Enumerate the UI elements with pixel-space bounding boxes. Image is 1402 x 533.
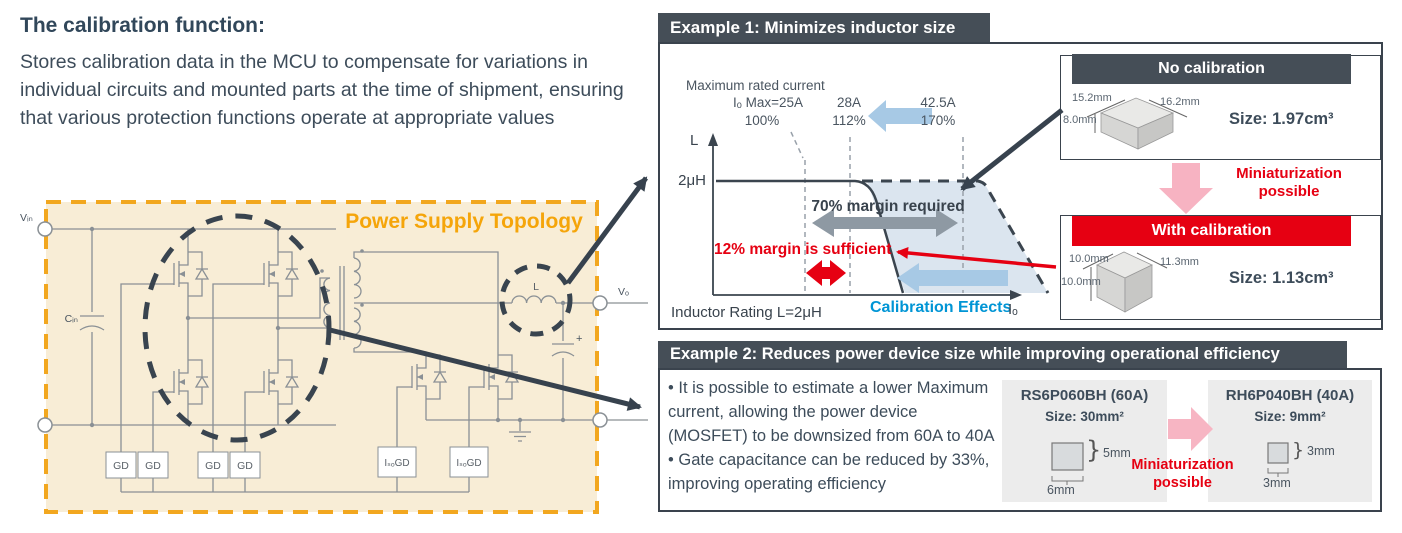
vin-terminal-bottom	[37, 417, 53, 433]
example2-bullets: • It is possible to estimate a lower Max…	[668, 376, 998, 496]
dim-width-label: 10.0mm	[1069, 253, 1109, 265]
miniaturization-line1: Miniaturization	[1131, 457, 1234, 473]
dim-depth-label: 16.2mm	[1160, 96, 1200, 108]
iso-gd-label: IₛₒGD	[456, 458, 481, 469]
device-after-box: RH6P040BH (40A) Size: 9mm² } 3mm 3mm	[1208, 380, 1372, 502]
inductor-rating-caption: Inductor Rating L=2μH	[671, 304, 822, 321]
no-calibration-box: No calibration 15.2mm 16.2mm 8.0mm Size:…	[1060, 54, 1381, 160]
bullet-gate-capacitance: • Gate capacitance can be reduced by 33%…	[668, 451, 990, 493]
miniaturization-right-arrow	[1168, 407, 1213, 451]
no-calibration-header: No calibration	[1072, 54, 1351, 84]
graph-gridlines	[790, 131, 964, 293]
miniaturization-note-2: Miniaturization possible	[1120, 456, 1245, 492]
miniaturization-line1: Miniaturization	[1236, 165, 1342, 182]
device-before-size: Size: 30mm²	[1045, 409, 1124, 424]
example2-panel: Example 2: Reduces power device size whi…	[658, 341, 1382, 512]
device-after-size: Size: 9mm²	[1254, 409, 1326, 424]
miniaturization-line2: possible	[1153, 475, 1212, 491]
calibrated-current-label: 28A	[836, 95, 862, 110]
curve-with-calibration	[716, 179, 905, 294]
miniaturization-down-arrow	[1159, 163, 1213, 214]
device-after-width: 3mm	[1263, 476, 1291, 490]
margin70-arrow	[812, 209, 958, 237]
calibration-effects-arrow	[897, 263, 1008, 293]
vin-terminal-top	[37, 221, 53, 237]
intro-paragraph: Stores calibration data in the MCU to co…	[20, 51, 624, 129]
gate-driver-boxes: GD GD GD GD IₛₒGD IₛₒGD	[105, 446, 489, 479]
margin12-arrow	[806, 260, 846, 286]
vo-label: Vₒ	[618, 286, 629, 298]
bridge-highlight-ellipse	[142, 213, 332, 443]
page-title: The calibration function:	[20, 14, 265, 37]
brace-glyph: }	[1292, 439, 1305, 461]
vo-terminal-bottom	[592, 412, 608, 428]
pct-112-label: 112%	[832, 113, 866, 128]
gd-label: GD	[237, 460, 253, 472]
bullet-downsize: • It is possible to estimate a lower Max…	[668, 379, 995, 445]
inductor-package-large	[1086, 97, 1188, 150]
no-calibration-size: Size: 1.97cm³	[1229, 110, 1334, 128]
junction-dots	[89, 226, 566, 428]
device-before-package	[1051, 442, 1084, 485]
cin-label: Cᵢₙ	[65, 313, 78, 325]
dim-depth-label: 11.3mm	[1160, 256, 1199, 268]
cap-plus-label: +	[576, 333, 582, 345]
x-axis-label: Iₒ	[1008, 301, 1018, 318]
device-before-height: 5mm	[1103, 446, 1131, 460]
io-max-label: Iₒ Max=25A	[732, 95, 803, 110]
miniaturization-line2: possible	[1258, 183, 1320, 200]
margin70-label: 70% margin required	[811, 198, 965, 215]
device-before-box: RS6P060BH (60A) Size: 30mm² } 5mm 6mm	[1002, 380, 1167, 502]
brace-glyph: }	[1086, 436, 1102, 464]
pct-170-label: 170%	[920, 113, 956, 128]
x-axis-arrowhead	[1010, 290, 1022, 300]
uncalibrated-current-label: 42.5A	[920, 95, 956, 110]
gd-label: GD	[205, 460, 221, 472]
current-reduction-arrow	[868, 100, 932, 132]
dim-width-label: 15.2mm	[1072, 92, 1112, 104]
example1-panel: Example 1: Minimizes inductor size Maxim…	[658, 13, 1383, 330]
with-calibration-header: With calibration	[1072, 216, 1351, 246]
y-axis-arrowhead	[708, 133, 718, 146]
inductor-package-small	[1082, 251, 1168, 313]
device-before-name: RS6P060BH (60A)	[1020, 387, 1149, 404]
pct-100-label: 100%	[744, 113, 780, 128]
dim-height-label: 10.0mm	[1061, 276, 1101, 288]
margin12-label: 12% margin is sufficient	[714, 241, 892, 258]
example1-header: Example 1: Minimizes inductor size	[658, 13, 990, 42]
with-calibration-size: Size: 1.13cm³	[1229, 269, 1334, 287]
y-axis-value: 2μH	[678, 172, 706, 189]
miniaturization-note-1: Miniaturization possible	[1214, 165, 1364, 201]
graph-axes	[712, 142, 1012, 296]
iso-gd-label: IₛₒGD	[384, 458, 409, 469]
calibration-effects-label: Calibration Effects	[870, 299, 1012, 316]
device-before-width: 6mm	[1047, 483, 1075, 497]
example2-header: Example 2: Reduces power device size whi…	[658, 341, 1347, 368]
max-rated-current-label: Maximum rated current	[686, 78, 825, 93]
dim-height-label: 8.0mm	[1063, 114, 1097, 126]
device-after-package	[1267, 442, 1289, 477]
vin-label: Vᵢₙ	[20, 212, 33, 224]
with-calibration-box: With calibration 10.0mm 11.3mm 10.0mm Si…	[1060, 215, 1381, 320]
inductor-label: L	[533, 281, 539, 293]
power-supply-topology-diagram: Power Supply Topology Vᵢₙ	[20, 200, 648, 514]
vo-terminal-top	[592, 295, 608, 311]
topology-title: Power Supply Topology	[345, 210, 583, 233]
y-axis-label: L	[690, 132, 699, 149]
device-after-height: 3mm	[1307, 444, 1335, 458]
gd-label: GD	[113, 460, 129, 472]
device-after-name: RH6P040BH (40A)	[1225, 387, 1355, 404]
gd-label: GD	[145, 460, 161, 472]
